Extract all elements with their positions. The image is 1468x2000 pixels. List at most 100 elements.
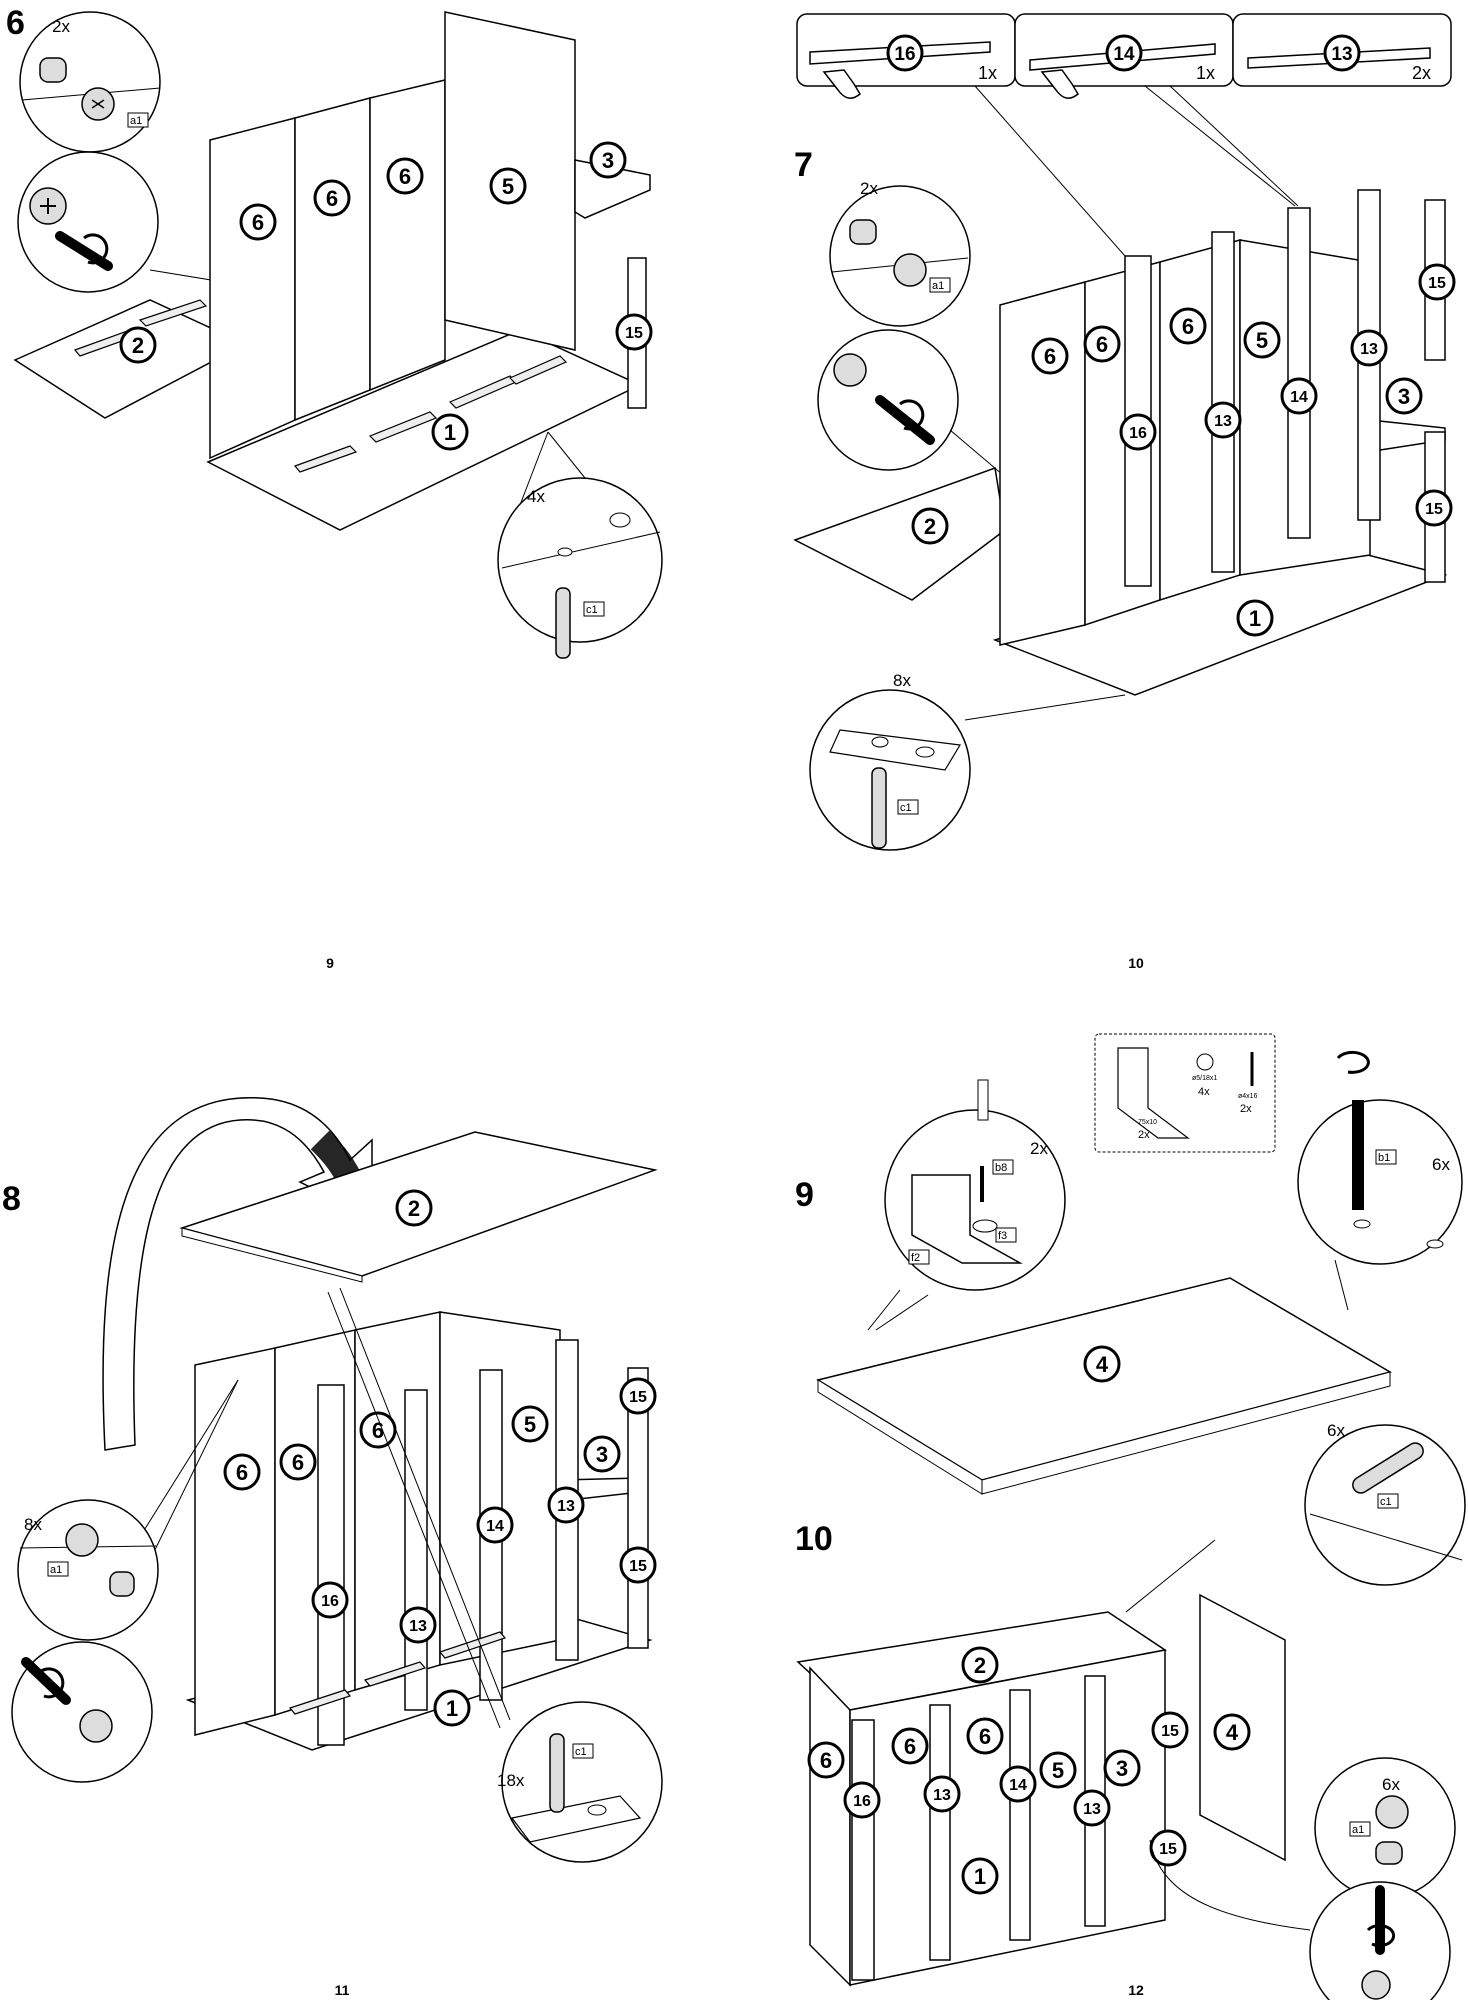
part-label: 2 [132, 333, 144, 358]
part-label: 6 [399, 164, 411, 189]
qty-s9-b1: 6x [1432, 1155, 1450, 1174]
qty-s9-bag-f2: 2x [1138, 1129, 1150, 1141]
hand-pointer-icon [822, 69, 861, 99]
step-10-number: 10 [795, 1520, 833, 1558]
qty-s9-b8: 2x [1030, 1139, 1048, 1158]
panel-6-c [369, 79, 446, 392]
part-label: 1 [446, 1696, 458, 1721]
panel-2-left [13, 299, 216, 419]
step-7-panel: 16 14 13 1x 1x 2x 7 2x a1 [793, 13, 1456, 971]
dowel-callout-step-7: 8x c1 [809, 671, 1126, 851]
part-label: 4 [1226, 1720, 1239, 1745]
part-label: 1 [444, 420, 456, 445]
dowel-icon [555, 587, 571, 659]
dowel-callout-step-9: 6x c1 [1304, 1421, 1466, 1586]
parts-header: 16 14 13 1x 1x 2x [796, 13, 1452, 257]
panel-6-a [999, 281, 1086, 646]
cabinet-body [809, 1666, 851, 1987]
qty-s7-c1: 8x [893, 671, 911, 690]
rotate-arrow-icon [39, 1667, 65, 1699]
post-14 [1009, 1689, 1031, 1941]
qty-s9-bag-f3: 4x [1198, 1086, 1210, 1098]
qty-s9-bag-b8: 2x [1240, 1103, 1252, 1115]
part-label: 3 [1116, 1756, 1128, 1781]
page-number-10: 10 [1128, 955, 1144, 971]
part-label: 6 [292, 1450, 304, 1475]
post-16 [317, 1384, 345, 1746]
post-14 [1287, 207, 1311, 539]
rotate-arrow-icon [1336, 1050, 1370, 1074]
part-label: 6 [904, 1734, 916, 1759]
part-label: 6 [252, 210, 264, 235]
cam-lock-callout-step-8: 8x a1 [17, 1379, 239, 1641]
part-label: 15 [1428, 275, 1446, 292]
part-label: 15 [1425, 501, 1443, 518]
qty-s6-a1: 2x [52, 17, 70, 36]
step-9-panel: 9 ø5/18x1 4x ø4x16 2x 75x10 2x 2x b8 f2 [795, 1033, 1466, 1586]
qty-s10-a1: 6x [1382, 1775, 1400, 1794]
cam-lock-callout: 2x a1 [19, 11, 161, 153]
cam-lock-icon [65, 1523, 99, 1557]
part-label: 6 [979, 1724, 991, 1749]
part-label: 5 [1256, 328, 1268, 353]
part-label: 16 [853, 1793, 871, 1810]
screwdriver-callout-step-10 [1149, 1839, 1451, 2000]
part-label: 6 [372, 1418, 384, 1443]
bolt-callout: 6x b1 [1297, 1050, 1463, 1311]
hw-code-b1: b1 [1378, 1152, 1390, 1164]
step-8-number: 8 [2, 1180, 21, 1218]
part-label: 6 [1182, 314, 1194, 339]
part-label: 13 [1214, 413, 1232, 430]
cam-lock-icon [1375, 1795, 1409, 1829]
step-9-number: 9 [795, 1176, 814, 1214]
post-13-a [929, 1704, 951, 1961]
part-badges-step-6: 6 6 6 5 3 2 1 15 [119, 141, 653, 451]
header-part-13: 13 [1331, 44, 1352, 65]
part-label: 4 [1096, 1352, 1109, 1377]
bracket-f2-icon [911, 1174, 1023, 1264]
part-label: 16 [321, 1593, 339, 1610]
part-label: 14 [1290, 389, 1308, 406]
rotate-arrow-icon [899, 399, 925, 431]
part-label: 14 [486, 1518, 504, 1535]
part-badges-step-8: 2 6 6 6 5 3 13 15 15 14 16 13 1 [223, 1189, 657, 1727]
hw-code-a1: a1 [130, 115, 142, 127]
bracket-callout: 2x b8 f2 f3 [867, 1079, 1066, 1331]
part-label: 5 [524, 1412, 536, 1437]
hw-code-a1: a1 [1352, 1824, 1364, 1836]
hw-code-c1: c1 [900, 802, 912, 814]
hw-code-c1: c1 [1380, 1496, 1392, 1508]
part-label: 6 [236, 1460, 248, 1485]
bag-b8-desc: ø4x16 [1238, 1093, 1258, 1100]
hw-code-a1: a1 [50, 1564, 62, 1576]
part-badges-step-7: 6 6 6 5 16 13 14 13 15 3 15 2 1 [911, 263, 1456, 637]
part-label: 6 [1096, 332, 1108, 357]
part-label: 15 [629, 1389, 647, 1406]
screwdriver-icon [977, 1079, 989, 1121]
part-label: 15 [625, 325, 643, 342]
screwdriver-callout-step-8 [11, 1641, 153, 1783]
screwdriver-callout-step-7 [817, 329, 959, 471]
qty-s7-a1: 2x [860, 179, 878, 198]
screw-head-icon [833, 353, 867, 387]
hand-pointer-icon [1040, 69, 1079, 99]
part-label: 13 [557, 1498, 575, 1515]
dowel-callout-step-8: 18x c1 [327, 1287, 663, 1863]
panel-6-b [294, 97, 371, 422]
part-label: 13 [409, 1618, 427, 1635]
hw-code-c1: c1 [586, 604, 598, 616]
part-label: 15 [1161, 1723, 1179, 1740]
step-6-panel: 6 2x a1 [6, 4, 663, 971]
part-label: 13 [1083, 1801, 1101, 1818]
part-label: 2 [974, 1653, 986, 1678]
page-number-11: 11 [335, 1982, 350, 1998]
part-label: 2 [924, 514, 936, 539]
part-label: 3 [596, 1442, 608, 1467]
header-part-16: 16 [894, 44, 915, 65]
part-label: 13 [933, 1787, 951, 1804]
hw-code-f3: f3 [998, 1230, 1007, 1242]
shelf-3 [574, 159, 651, 219]
page-number-9: 9 [326, 955, 334, 971]
panel-6-a [209, 117, 296, 460]
